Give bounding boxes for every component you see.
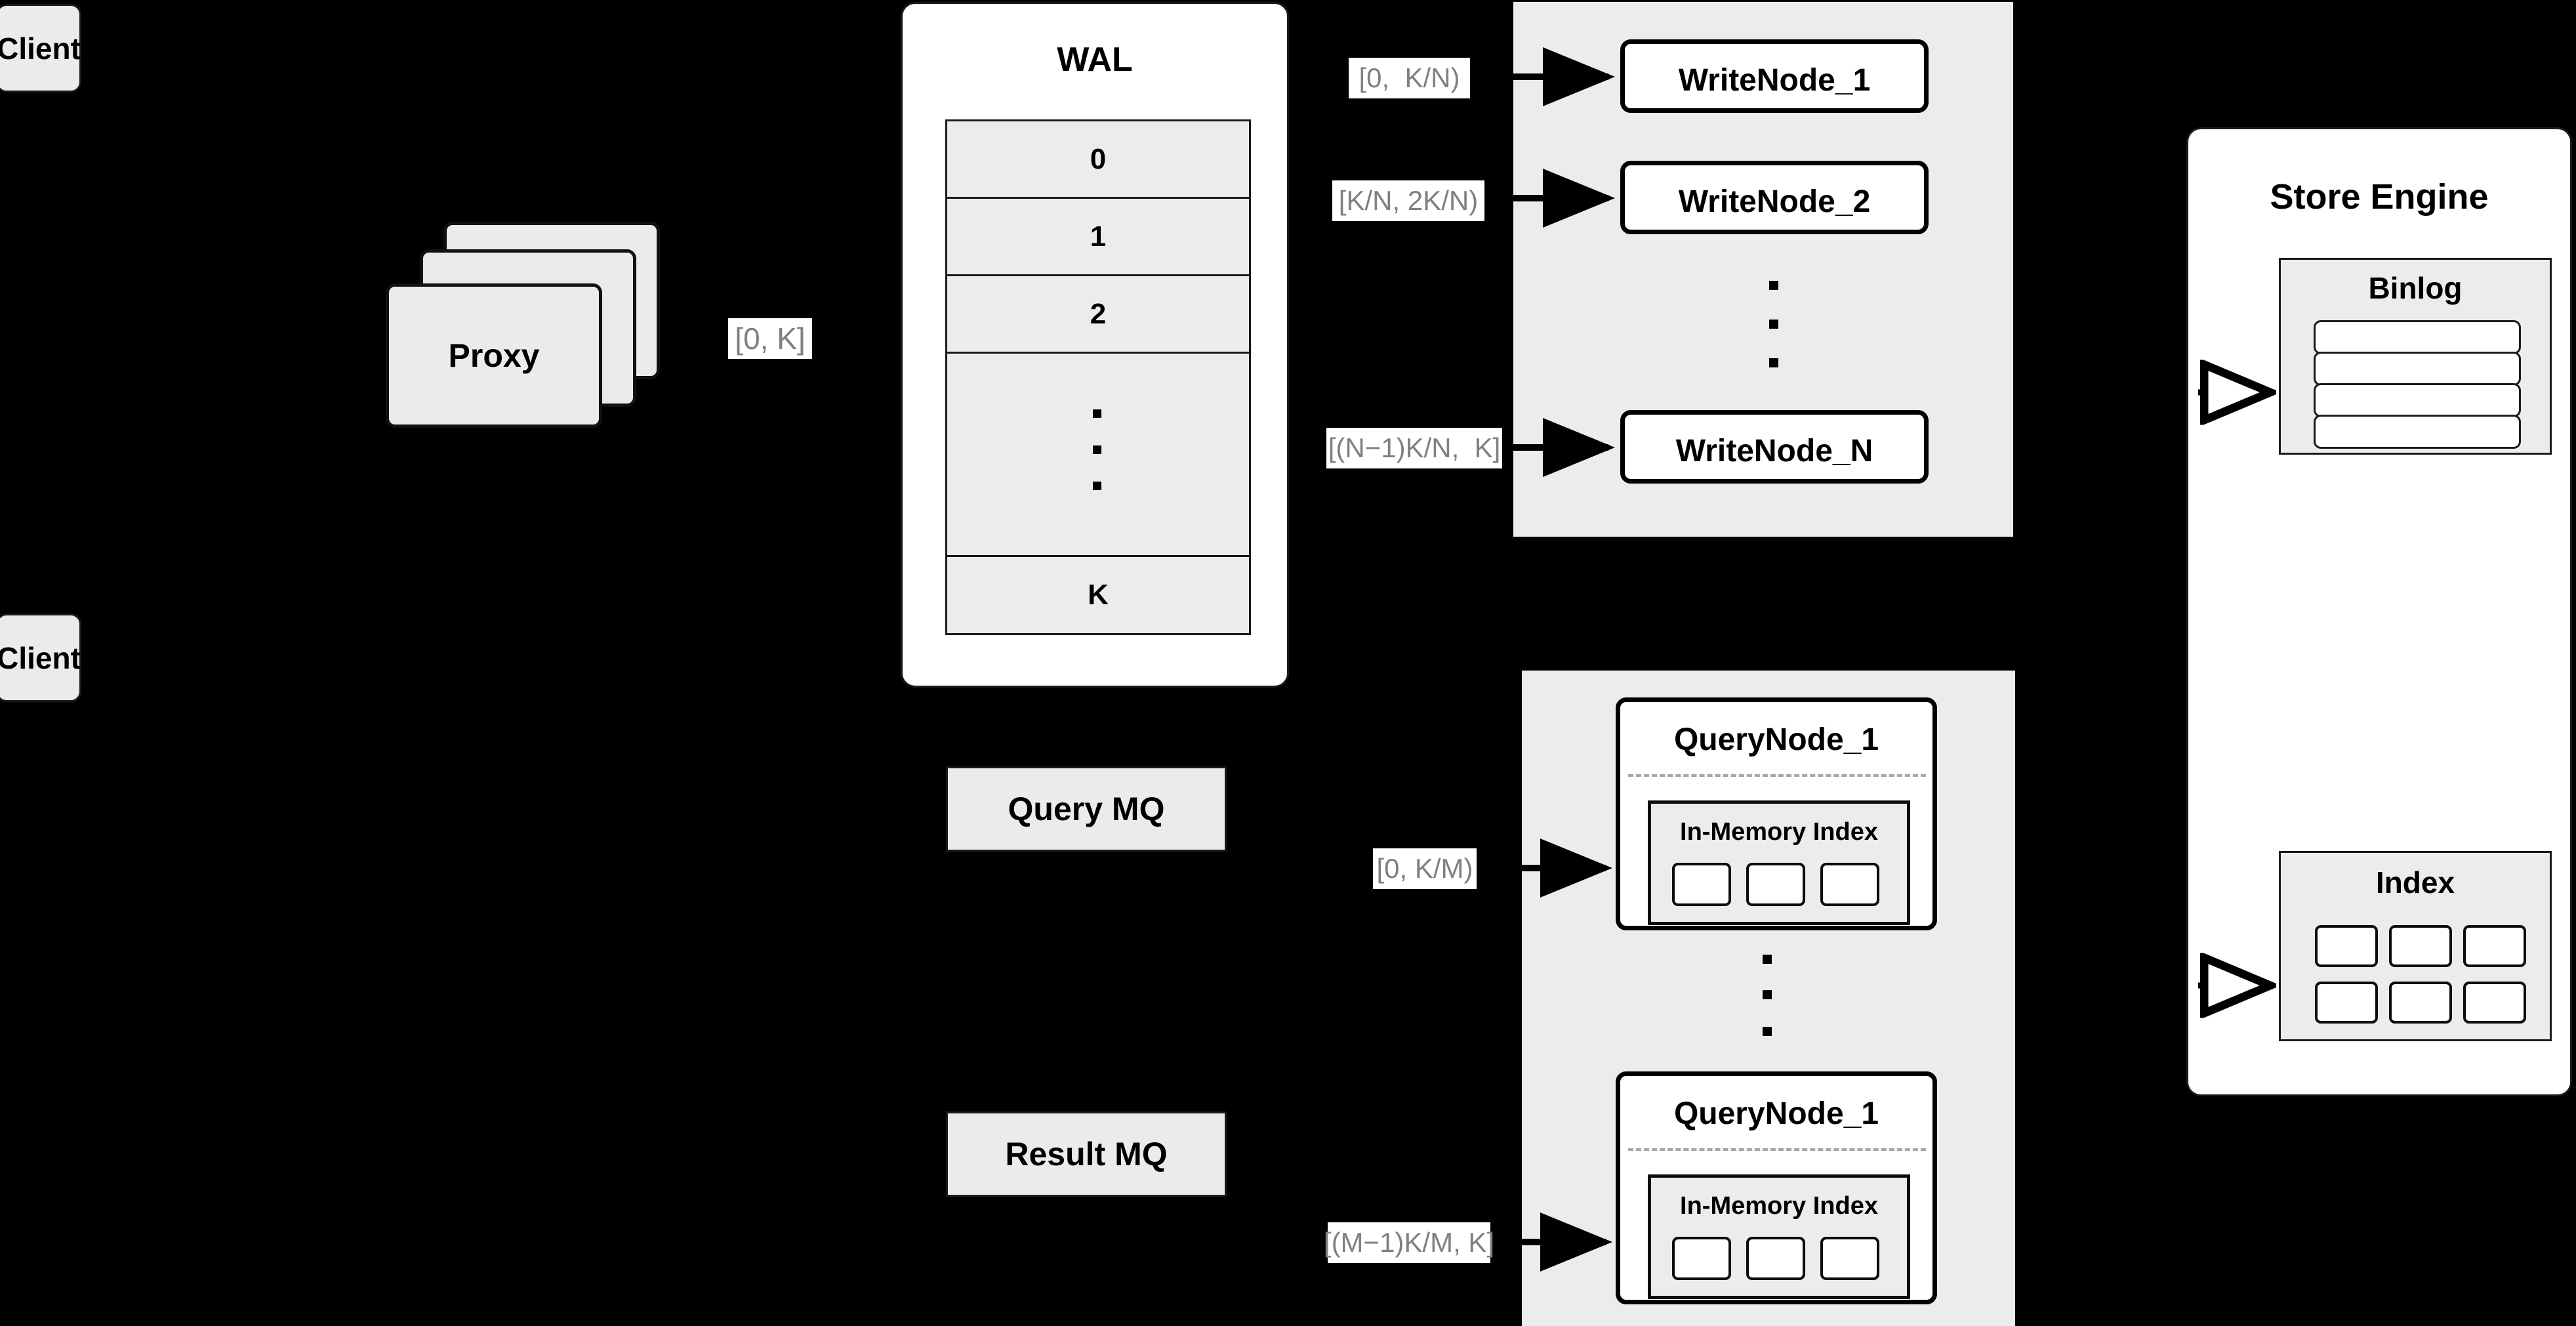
query-node-1-index-chip-2[interactable]	[1746, 863, 1805, 906]
index-title: Index	[2375, 865, 2455, 900]
store-engine-panel: Store Engine Binlog Index	[2186, 127, 2572, 1096]
index-chip-4[interactable]	[2315, 982, 2378, 1024]
client-node-1-label: Client	[0, 31, 81, 66]
query-node-1-index-chip-1[interactable]	[1672, 863, 1731, 906]
write-cluster-ellipsis-dot-2	[1769, 320, 1778, 329]
binlog-bar-4[interactable]	[2314, 415, 2521, 449]
query-node-1-inmemory-index-title: In-Memory Index	[1680, 818, 1878, 846]
index-chip-2[interactable]	[2389, 925, 2452, 967]
client-node-2-label: Client	[0, 640, 81, 675]
wal-ellipsis-dot-2	[1093, 445, 1101, 454]
write-node-2-range-text: [K/N, 2K/N)	[1338, 185, 1479, 216]
query-node-1-range-text: [0, K/M)	[1376, 853, 1473, 884]
binlog-title: Binlog	[2368, 271, 2463, 305]
query-node-1-separator	[1628, 774, 1926, 777]
query-node-2-inmemory-index-title: In-Memory Index	[1680, 1192, 1878, 1220]
wal-row-0[interactable]: 0	[947, 121, 1249, 199]
query-node-2-index-chip-3[interactable]	[1820, 1237, 1879, 1280]
wal-row-1[interactable]: 1	[947, 199, 1249, 276]
query-node-2-index-chip-2[interactable]	[1746, 1237, 1805, 1280]
query-mq-label: Query MQ	[1008, 791, 1165, 827]
binlog-bar-2[interactable]	[2314, 352, 2521, 386]
wal-ellipsis-dot-3	[1093, 482, 1101, 490]
proxy-range-label: [0, K]	[728, 318, 812, 359]
index-chip-1[interactable]	[2315, 925, 2378, 967]
write-node-n[interactable]: WriteNode_N	[1620, 410, 1929, 484]
binlog-bar-1[interactable]	[2314, 320, 2521, 354]
wal-row-1-label: 1	[1090, 220, 1107, 253]
query-node-2-inmemory-index[interactable]: In-Memory Index	[1648, 1174, 1910, 1299]
index-chip-3[interactable]	[2463, 925, 2526, 967]
query-node-1-label: QueryNode_1	[1673, 722, 1879, 757]
write-cluster-ellipsis-dot-3	[1769, 358, 1778, 367]
wal-row-ellipsis	[947, 354, 1249, 557]
wal-table: 0 1 2 K	[945, 119, 1251, 635]
write-node-2-label: WriteNode_2	[1678, 184, 1871, 219]
result-mq-node[interactable]: Result MQ	[946, 1111, 1227, 1197]
binlog-section: Binlog	[2279, 258, 2552, 455]
query-node-2-label: QueryNode_1	[1673, 1096, 1879, 1131]
index-section: Index	[2279, 851, 2552, 1041]
wal-panel: WAL 0 1 2 K	[901, 2, 1289, 688]
wal-row-2-label: 2	[1090, 297, 1107, 330]
binlog-bar-3[interactable]	[2314, 383, 2521, 417]
query-cluster-ellipsis-dot-1	[1763, 955, 1772, 964]
query-node-1[interactable]: QueryNode_1 In-Memory Index	[1616, 697, 1937, 930]
client-node-1[interactable]: Client	[0, 4, 81, 93]
query-cluster-ellipsis-dot-3	[1763, 1027, 1772, 1036]
index-chip-5[interactable]	[2389, 982, 2452, 1024]
query-node-2-range-label[interactable]: [(M−1)K/M, K]	[1324, 1222, 1494, 1263]
query-node-1-index-chip-3[interactable]	[1820, 863, 1879, 906]
wal-ellipsis-dot-1	[1093, 409, 1101, 418]
query-node-2-index-chip-1[interactable]	[1672, 1237, 1731, 1280]
query-node-1-range-label[interactable]: [0, K/M)	[1373, 848, 1477, 889]
write-node-1[interactable]: WriteNode_1	[1620, 39, 1929, 113]
query-node-2-separator	[1628, 1148, 1926, 1151]
wal-row-k-label: K	[1088, 579, 1109, 611]
proxy-label: Proxy	[448, 337, 540, 374]
write-node-1-range-label[interactable]: [0, K/N)	[1349, 58, 1470, 98]
proxy-range-text: [0, K]	[735, 321, 806, 356]
query-node-1-inmemory-index[interactable]: In-Memory Index	[1648, 800, 1910, 925]
query-mq-node[interactable]: Query MQ	[946, 766, 1227, 852]
query-node-2-range-text: [(M−1)K/M, K]	[1323, 1227, 1495, 1258]
write-node-2-range-label[interactable]: [K/N, 2K/N)	[1332, 180, 1484, 221]
write-cluster-ellipsis-dot-1	[1769, 281, 1778, 290]
wal-row-k[interactable]: K	[947, 557, 1249, 633]
write-node-1-range-text: [0, K/N)	[1359, 62, 1460, 93]
write-node-2[interactable]: WriteNode_2	[1620, 161, 1929, 234]
wal-row-0-label: 0	[1090, 142, 1107, 175]
write-node-n-label: WriteNode_N	[1675, 434, 1873, 468]
store-engine-title: Store Engine	[2270, 177, 2489, 217]
proxy-node[interactable]: Proxy	[386, 283, 602, 428]
wal-row-2[interactable]: 2	[947, 276, 1249, 354]
query-cluster-ellipsis-dot-2	[1763, 990, 1772, 999]
write-node-1-label: WriteNode_1	[1678, 63, 1871, 98]
write-node-n-range-text: [(N−1)K/N, K]	[1328, 432, 1501, 463]
wal-title: WAL	[1057, 41, 1133, 79]
query-node-2[interactable]: QueryNode_1 In-Memory Index	[1616, 1071, 1937, 1304]
write-node-n-range-label[interactable]: [(N−1)K/N, K]	[1326, 428, 1502, 468]
index-chip-6[interactable]	[2463, 982, 2526, 1024]
result-mq-label: Result MQ	[1005, 1136, 1168, 1172]
client-node-2[interactable]: Client	[0, 613, 81, 702]
